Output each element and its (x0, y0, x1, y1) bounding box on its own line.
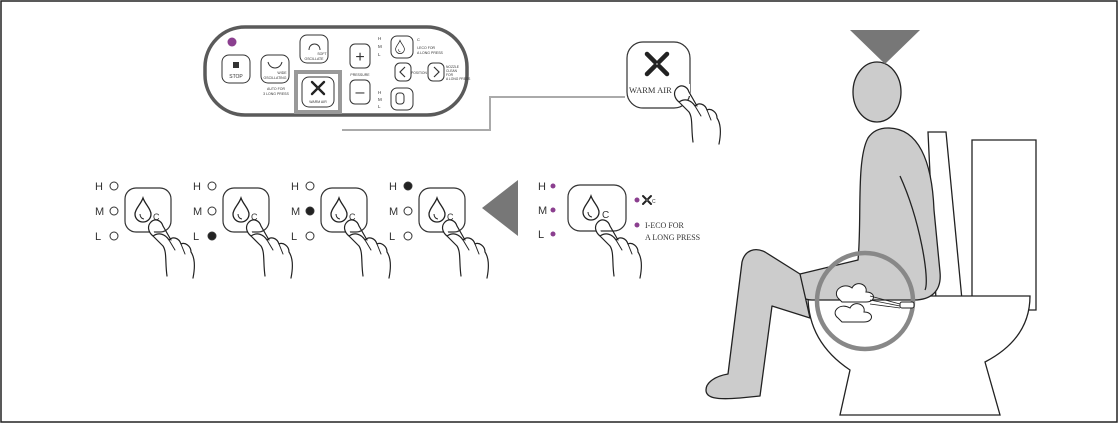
level-label-h: H (389, 181, 397, 193)
level-indicator-m (208, 207, 216, 215)
position-right-button[interactable] (428, 63, 444, 81)
pressure-minus-button[interactable]: – (350, 80, 370, 104)
soft-button[interactable]: SOFT OSCILLATE (300, 35, 328, 63)
warm-air-callout: WARM AIR (627, 42, 720, 144)
wide-label: WIDE (277, 71, 287, 75)
warm-air-label: WARM AIR (309, 100, 327, 104)
remote-level-h: H (378, 36, 381, 41)
level-indicator-h (208, 182, 216, 190)
temperature-detail: H M L C C I-ECO FOR A LONG PRESS (538, 181, 700, 278)
level-label-l: L (95, 231, 101, 243)
plus-label: + (355, 49, 364, 66)
detail-led-l (551, 232, 556, 237)
level-indicator-h (404, 182, 412, 190)
remote-level-h-2: H (378, 90, 381, 95)
long-press-label: A LONG PRESS (446, 77, 471, 81)
level-indicator-h (110, 182, 118, 190)
level-label-l: L (193, 231, 199, 243)
remote-eco-label: I-ECO FOR (417, 46, 436, 50)
minus-label: – (356, 84, 365, 101)
level-label-m: M (95, 206, 104, 218)
person-on-toilet-figure (706, 30, 1036, 415)
soft-label: SOFT (317, 52, 327, 56)
level-indicator-m (404, 207, 412, 215)
person-torso (795, 128, 940, 300)
level-label-m: M (291, 206, 300, 218)
stop-button[interactable]: STOP (222, 55, 250, 83)
detail-level-m: M (538, 205, 547, 217)
detail-eco-line2: A LONG PRESS (645, 233, 700, 242)
position-label: POSITION (411, 71, 427, 75)
oscillating-button[interactable]: WIDE OSCILLATING (261, 55, 289, 83)
soft-sub-label: OSCILLATE (305, 57, 325, 61)
level-indicator-m (110, 207, 118, 215)
remote-eco-sub-label: A LONG PRESS (417, 51, 444, 55)
warm-air-callout-button[interactable] (627, 42, 690, 108)
seat-temp-button[interactable] (391, 88, 413, 110)
level-label-h: H (193, 181, 201, 193)
auto-sub-label: 3 LONG PRESS (263, 92, 289, 96)
level-label-l: L (291, 231, 297, 243)
level-label-m: M (389, 206, 398, 218)
level-indicator-l (208, 232, 216, 240)
detail-fan-led (635, 198, 640, 203)
level-indicator-h (306, 182, 314, 190)
sequence-arrow-icon (482, 180, 518, 236)
pressure-plus-button[interactable]: + (350, 44, 370, 68)
remote-panel: STOP WIDE OSCILLATING AUTO FOR 3 LONG PR… (205, 27, 471, 115)
toilet-tank (972, 140, 1036, 310)
level-indicator-l (110, 232, 118, 240)
power-led (228, 38, 237, 47)
level-label-h: H (291, 181, 299, 193)
nozzle (900, 302, 914, 308)
level-label-h: H (95, 181, 103, 193)
detail-eco-line1: I-ECO FOR (645, 221, 685, 230)
detail-level-h: H (538, 181, 546, 193)
remote-level-m-2: M (378, 97, 382, 102)
remote-c-label: C (417, 37, 420, 42)
auto-label: AUTO FOR (267, 87, 285, 91)
detail-eco-led (635, 223, 640, 228)
person-leg (706, 250, 810, 399)
level-indicator-m (306, 207, 314, 215)
detail-fan-c-label: C (652, 199, 656, 205)
pressure-label: PRESSURE (350, 73, 370, 77)
stop-label: STOP (229, 74, 243, 80)
level-label-l: L (389, 231, 395, 243)
detail-led-m (551, 208, 556, 213)
water-temp-button[interactable] (391, 36, 413, 58)
warm-air-button[interactable]: WARM AIR (302, 77, 334, 107)
person-head (853, 62, 901, 122)
position-left-button[interactable] (395, 63, 411, 81)
detail-level-l: L (538, 229, 544, 241)
warm-air-callout-label: WARM AIR (629, 85, 672, 95)
detail-fan-icon (643, 196, 651, 204)
head-arrow-icon (850, 30, 920, 64)
level-indicator-l (404, 232, 412, 240)
detail-led-h (551, 184, 556, 189)
level-indicator-l (306, 232, 314, 240)
level-label-m: M (193, 206, 202, 218)
remote-level-m: M (378, 44, 382, 49)
oscillating-label: OSCILLATING (264, 76, 287, 80)
